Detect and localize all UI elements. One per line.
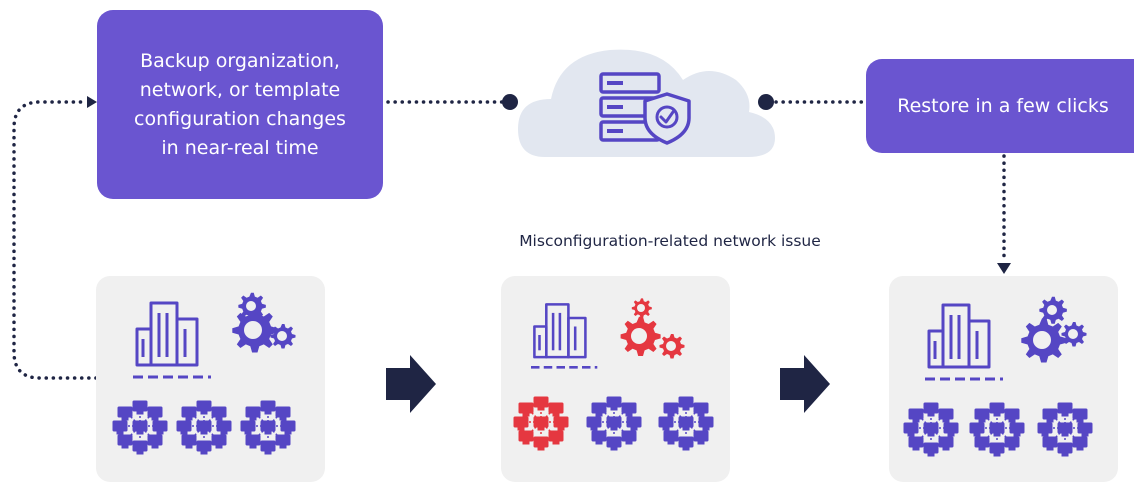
loop-connector-left bbox=[12, 100, 98, 380]
arrowhead-down bbox=[997, 263, 1011, 274]
network-topology-icon bbox=[587, 397, 641, 450]
office-building-icon bbox=[529, 303, 599, 369]
network-topology-icon bbox=[113, 401, 167, 454]
connector-dot-left bbox=[502, 94, 518, 110]
office-building-icon bbox=[923, 303, 1005, 381]
gears-icon bbox=[620, 298, 685, 359]
backup-callout: Backup organization, network, or templat… bbox=[97, 10, 383, 199]
backup-callout-text: Backup organization, network, or templat… bbox=[134, 49, 346, 159]
restore-callout: Restore in a few clicks bbox=[866, 59, 1134, 153]
network-topology-icon bbox=[659, 397, 713, 450]
panel-before bbox=[96, 276, 325, 482]
panel-issue bbox=[501, 276, 730, 482]
connector-dot-right bbox=[758, 94, 774, 110]
gears-icon bbox=[1021, 296, 1087, 363]
cloud-server-shield-icon bbox=[518, 49, 775, 157]
right-arrow-icon bbox=[780, 355, 830, 413]
right-arrow-icon bbox=[386, 355, 436, 413]
panel-restored bbox=[889, 276, 1118, 482]
network-topology-icon bbox=[177, 401, 231, 454]
network-topology-icon bbox=[1038, 403, 1092, 456]
arrowhead-left bbox=[87, 96, 97, 108]
gears-icon bbox=[232, 292, 296, 353]
network-topology-icon bbox=[514, 397, 568, 450]
network-topology-icon bbox=[904, 403, 958, 456]
network-topology-icon bbox=[970, 403, 1024, 456]
office-building-icon bbox=[131, 301, 213, 379]
network-topology-icon bbox=[241, 401, 295, 454]
restore-callout-text: Restore in a few clicks bbox=[897, 94, 1109, 117]
issue-caption: Misconfiguration-related network issue bbox=[519, 232, 821, 250]
